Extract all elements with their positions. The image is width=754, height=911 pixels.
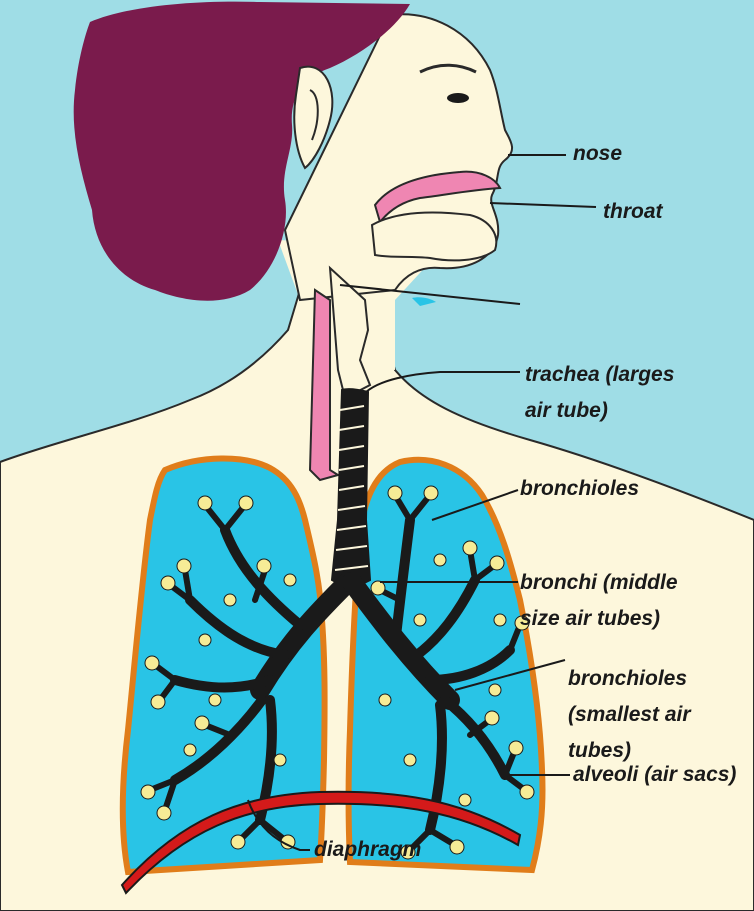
- label-bronchi-line2: size air tubes): [520, 607, 660, 630]
- label-bronchioles-lower-line1: bronchioles: [568, 667, 687, 690]
- label-bronchioles-lower-line3: tubes): [568, 739, 631, 762]
- label-bronchi-line1: bronchi (middle: [520, 571, 678, 594]
- label-throat: throat: [603, 200, 664, 223]
- label-trachea-line1: trachea (larges: [525, 363, 674, 386]
- label-bronchioles-upper: bronchioles: [520, 477, 639, 500]
- label-alveoli: alveoli (air sacs): [573, 763, 736, 786]
- label-nose: nose: [573, 142, 622, 165]
- eye: [447, 93, 469, 103]
- label-diaphragm: diaphragm: [314, 838, 421, 861]
- label-bronchioles-lower-line2: (smallest air: [568, 703, 692, 726]
- label-trachea-line2: air tube): [525, 399, 608, 422]
- mouth-cavity: [372, 212, 496, 260]
